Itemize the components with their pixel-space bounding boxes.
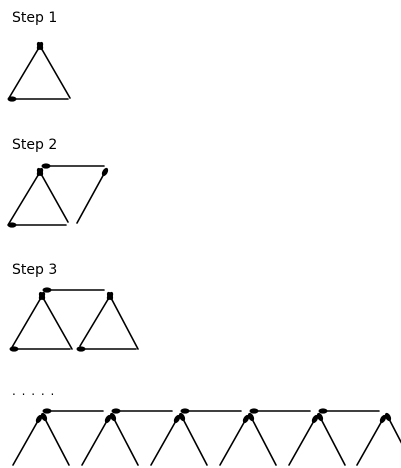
matchstick-head bbox=[173, 414, 181, 424]
matchstick-body bbox=[76, 171, 106, 224]
step-2-label: Step 2 bbox=[12, 137, 58, 153]
matchstick-body bbox=[39, 45, 71, 99]
matchstick-29 bbox=[111, 408, 173, 414]
matchstick-head bbox=[36, 41, 44, 51]
matchstick-20 bbox=[150, 414, 181, 466]
matchstick-body bbox=[10, 295, 43, 350]
matchstick-9 bbox=[10, 291, 46, 350]
matchstick-7 bbox=[41, 163, 105, 169]
matchstick-body bbox=[41, 295, 73, 350]
matchstick-head bbox=[247, 412, 255, 422]
matchstick-25 bbox=[316, 412, 346, 466]
matchstick-26 bbox=[356, 414, 387, 466]
matchstick-body bbox=[43, 416, 70, 466]
matchstick-30 bbox=[180, 408, 242, 414]
matchstick-head bbox=[318, 408, 328, 414]
matchstick-head bbox=[40, 412, 48, 422]
matchstick-10 bbox=[38, 291, 73, 350]
matchstick-8 bbox=[76, 167, 109, 224]
matchstick-head bbox=[42, 287, 52, 293]
matchstick-body bbox=[79, 295, 111, 347]
matchstick-head bbox=[311, 414, 319, 424]
matchstick-head bbox=[104, 414, 112, 424]
matchstick-4 bbox=[7, 167, 44, 226]
matchstick-head bbox=[242, 414, 250, 424]
matchstick-6 bbox=[7, 222, 67, 228]
matchstick-31 bbox=[249, 408, 311, 414]
matchstick-head bbox=[36, 167, 44, 177]
matchstick-15 bbox=[76, 346, 137, 352]
matchstick-body bbox=[319, 416, 346, 466]
matchstick-head bbox=[41, 163, 51, 169]
matchstick-body bbox=[81, 418, 109, 466]
matchstick-1 bbox=[8, 41, 44, 99]
matchstick-body bbox=[219, 418, 247, 466]
matchstick-14 bbox=[106, 291, 139, 350]
matchstick-head bbox=[106, 291, 114, 301]
matchstick-head bbox=[180, 408, 190, 414]
matchstick-head bbox=[76, 346, 86, 352]
matchstick-24 bbox=[288, 414, 319, 466]
matchstick-body bbox=[109, 295, 139, 350]
matchstick-head bbox=[7, 222, 17, 228]
matchstick-head bbox=[109, 412, 117, 422]
matchstick-5 bbox=[36, 167, 69, 223]
matchstick-head bbox=[35, 414, 43, 424]
matchstick-head bbox=[101, 167, 109, 177]
matchstick-body bbox=[181, 416, 208, 466]
step-3-label: Step 3 bbox=[12, 262, 58, 278]
matchstick-19 bbox=[109, 412, 139, 466]
matchstick-body bbox=[12, 418, 40, 466]
step-1-label: Step 1 bbox=[12, 10, 58, 26]
matchstick-11 bbox=[9, 346, 71, 352]
matchstick-27 bbox=[384, 412, 401, 444]
matchstick-body bbox=[288, 418, 316, 466]
matchstick-head bbox=[384, 412, 392, 422]
matchstick-body bbox=[387, 416, 401, 444]
matchstick-body bbox=[8, 45, 41, 99]
matchstick-22 bbox=[219, 414, 250, 466]
matchstick-head bbox=[42, 408, 52, 414]
matchstick-23 bbox=[247, 412, 277, 466]
matchstick-body bbox=[356, 418, 384, 466]
matchstick-body bbox=[250, 416, 277, 466]
matchstick-16 bbox=[12, 414, 43, 466]
matchstick-head bbox=[379, 414, 387, 424]
matchstick-32 bbox=[318, 408, 380, 414]
matchstick-body bbox=[7, 171, 41, 226]
matchstick-body bbox=[112, 416, 139, 466]
matchstick-3 bbox=[7, 96, 69, 102]
continuation-dots: . . . . . bbox=[12, 384, 56, 398]
matchstick-12 bbox=[42, 287, 105, 293]
matchstick-28 bbox=[42, 408, 104, 414]
matchstick-21 bbox=[178, 412, 208, 466]
matchstick-head bbox=[111, 408, 121, 414]
matchstick-body bbox=[39, 171, 69, 223]
matchstick-2 bbox=[36, 41, 71, 99]
matchstick-head bbox=[316, 412, 324, 422]
matchstick-head bbox=[7, 96, 17, 102]
matchstick-head bbox=[249, 408, 259, 414]
matchstick-18 bbox=[81, 414, 112, 466]
matchstick-body bbox=[150, 418, 178, 466]
matchstick-head bbox=[178, 412, 186, 422]
matchstick-head bbox=[38, 291, 46, 301]
matchstick-head bbox=[9, 346, 19, 352]
matchstick-17 bbox=[40, 412, 70, 466]
